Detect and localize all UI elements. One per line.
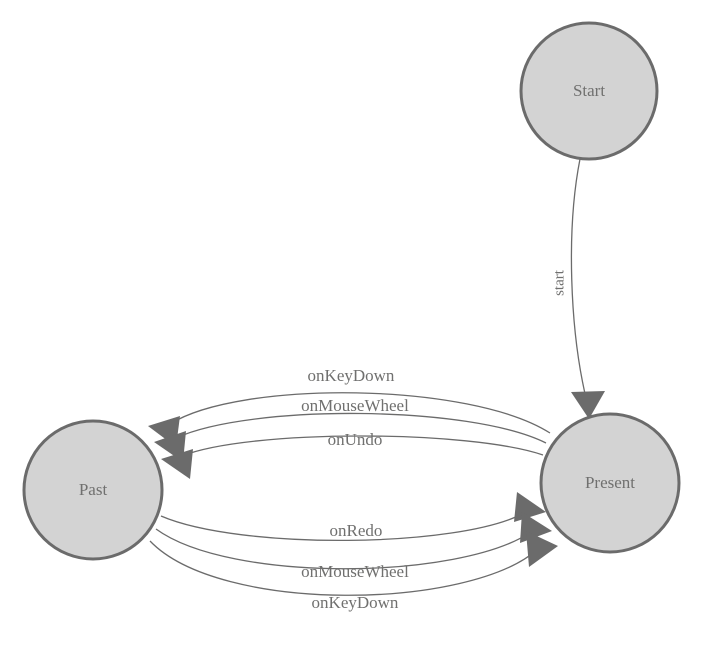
edge-past-to-present-onredo-path bbox=[160, 512, 525, 542]
edge-past-to-present-onredo[interactable]: onRedo bbox=[160, 492, 546, 542]
edge-past-to-present-onkeydown[interactable]: onKeyDown bbox=[149, 531, 558, 612]
edge-present-to-past-onmousewheel-path bbox=[175, 412, 547, 444]
node-past-circle bbox=[22, 419, 164, 561]
node-present-circle bbox=[539, 412, 681, 554]
edge-start-to-present-arrowhead bbox=[571, 391, 605, 419]
node-present[interactable]: Present bbox=[539, 412, 681, 554]
edge-past-to-present-onkeydown-path bbox=[149, 540, 539, 596]
edge-label-past-present-onkeydown: onKeyDown bbox=[312, 593, 399, 612]
edge-present-to-past-onkeydown-path bbox=[169, 392, 551, 434]
node-present-label: Present bbox=[585, 473, 635, 492]
edge-start-to-present[interactable]: start bbox=[551, 158, 605, 419]
edge-label-present-past-onkeydown: onKeyDown bbox=[308, 366, 395, 385]
edge-label-present-past-onmousewheel: onMouseWheel bbox=[301, 396, 409, 415]
node-start[interactable]: Start bbox=[519, 21, 659, 161]
edge-past-to-present-onkeydown-arrowhead bbox=[526, 531, 558, 567]
node-past[interactable]: Past bbox=[22, 419, 164, 561]
edge-present-to-past-onmousewheel[interactable]: onMouseWheel bbox=[154, 396, 547, 462]
edge-present-to-past-onundo[interactable]: onUndo bbox=[161, 430, 544, 479]
node-start-label: Start bbox=[573, 81, 605, 100]
edge-present-to-past-onundo-path bbox=[181, 435, 544, 457]
edge-label-present-past-onundo: onUndo bbox=[328, 430, 383, 449]
edge-label-start: start bbox=[551, 269, 567, 296]
node-past-label: Past bbox=[79, 480, 108, 499]
edge-label-past-present-onredo: onRedo bbox=[330, 521, 383, 540]
edge-start-to-present-path bbox=[570, 158, 587, 399]
edge-past-to-present-onmousewheel-path bbox=[155, 528, 532, 570]
edge-past-to-present-onmousewheel[interactable]: onMouseWheel bbox=[155, 512, 552, 581]
edge-present-to-past-onundo-arrowhead bbox=[161, 449, 193, 479]
edge-label-past-present-onmousewheel: onMouseWheel bbox=[301, 562, 409, 581]
node-start-circle bbox=[519, 21, 659, 161]
